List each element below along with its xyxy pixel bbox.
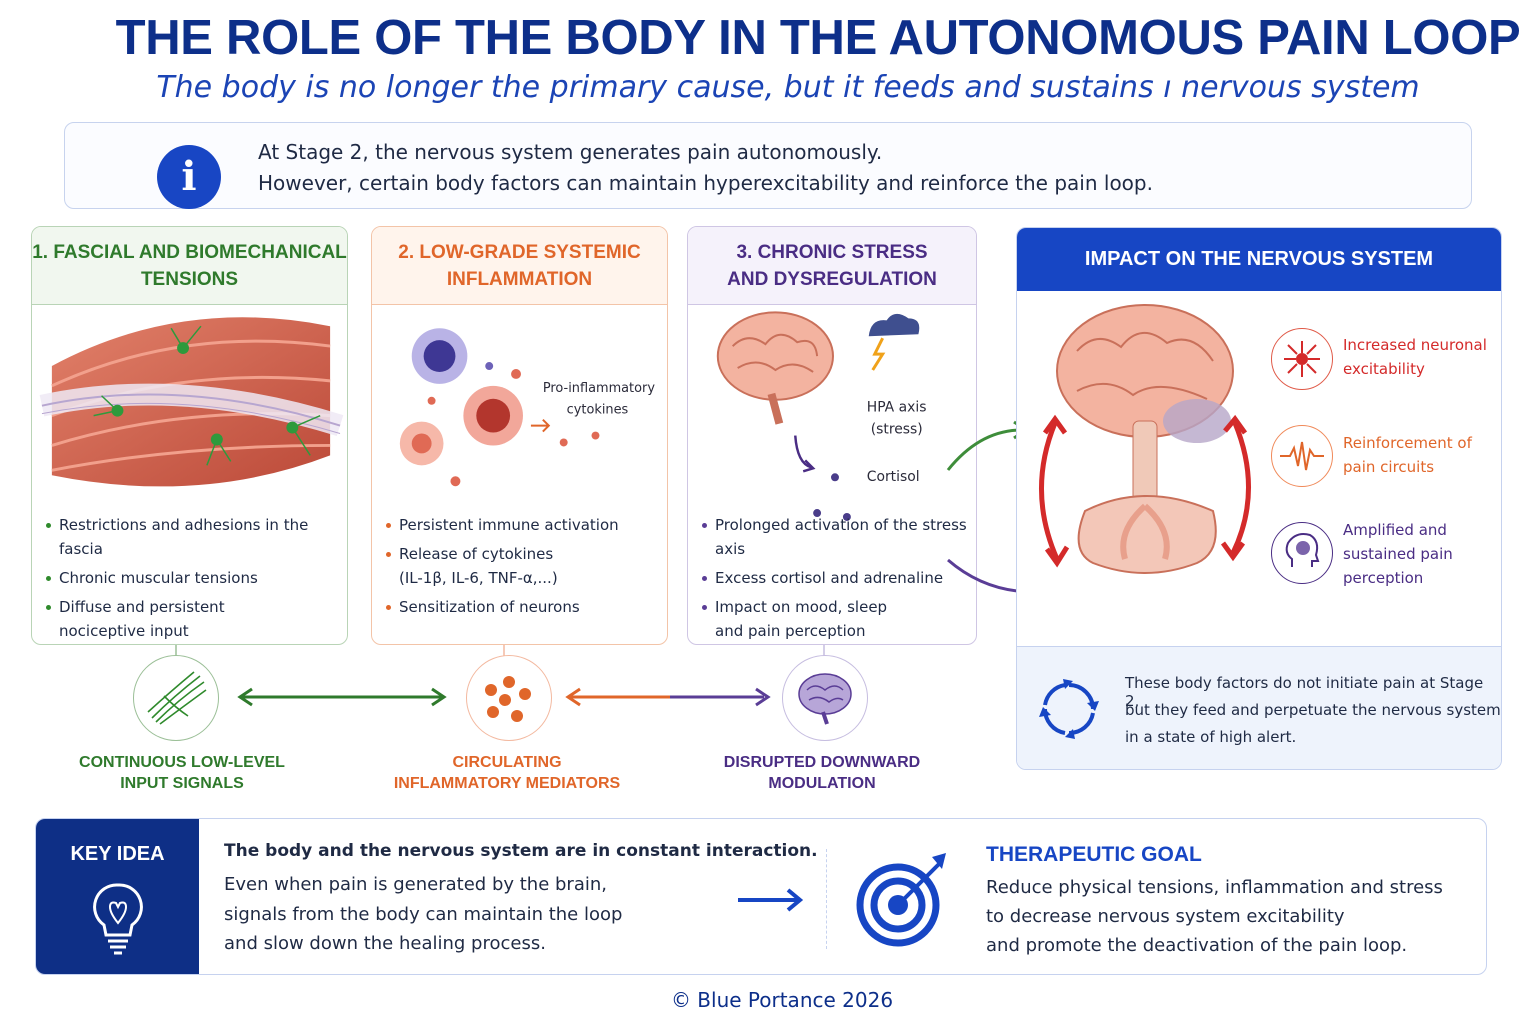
therapeutic-goal-line1: Reduce physical tensions, inflammation a… [986, 877, 1443, 898]
node-label-line: MODULATION [768, 775, 876, 792]
green-flow-arrow [946, 428, 1023, 471]
page-subtitle: The body is no longer the primary cause,… [156, 70, 1420, 105]
muscle-fascia-illustration [39, 317, 344, 487]
impact-footer-line2: but they feed and perpetuate the nervous… [1125, 701, 1501, 719]
card-header: 3. CHRONIC STRESS AND DYSREGULATION [688, 227, 976, 305]
node-label-mediators: CIRCULATING INFLAMMATORY MEDIATORS [374, 752, 640, 794]
bullet-item: Prolonged activation of the stress axis [702, 513, 976, 561]
cytokines-label-line1: Pro-inflammatory [543, 381, 655, 396]
bullet-item: Impact on mood, sleep and pain perception [702, 595, 976, 643]
card-fascial-tensions: 1. FASCIAL AND BIOMECHANICAL TENSIONS Re… [31, 226, 348, 645]
page-title: THE ROLE OF THE BODY IN THE AUTONOMOUS P… [115, 11, 1521, 65]
mediators-node-icon [466, 655, 552, 741]
therapeutic-goal-line2: to decrease nervous system excitability [986, 906, 1345, 927]
node-label-line: INFLAMMATORY MEDIATORS [393, 775, 621, 792]
info-box: i At Stage 2, the nervous system generat… [64, 122, 1472, 209]
impact-panel: IMPACT ON THE NERVOUS SYSTEM Increased n… [1016, 227, 1502, 770]
card-title-line2: AND DYSREGULATION [727, 269, 937, 290]
impact-item-reinforcement: Reinforcement of pain circuits [1343, 431, 1472, 479]
node-label-input-signals: CONTINUOUS LOW-LEVEL INPUT SIGNALS [64, 752, 300, 794]
neuron-icon [1271, 328, 1333, 390]
card-bullets: Persistent immune activation Release of … [386, 513, 619, 624]
cytokines-label-line2: cytokines [567, 403, 629, 418]
waveform-icon [1271, 425, 1333, 487]
brain-spinal-illustration [1039, 304, 1251, 574]
cycle-icon [1039, 679, 1099, 739]
key-idea-line3: and slow down the healing process. [224, 933, 546, 954]
impact-item-perception: Amplified and sustained pain perception [1343, 518, 1453, 590]
lightbulb-icon [93, 883, 143, 955]
impact-item-line: excitability [1343, 360, 1425, 378]
card-chronic-stress: 3. CHRONIC STRESS AND DYSREGULATION HPA … [687, 226, 977, 645]
node-label-modulation: DISRUPTED DOWNWARD MODULATION [702, 752, 942, 794]
bullet-continuation: nociceptive input [59, 622, 189, 640]
card-header: 1. FASCIAL AND BIOMECHANICAL TENSIONS [32, 227, 347, 305]
impact-footer: These body factors do not initiate pain … [1017, 646, 1501, 769]
key-idea-title: KEY IDEA [70, 843, 165, 865]
orange-purple-double-arrow [565, 687, 771, 707]
card-title-line1: 2. LOW-GRADE SYSTEMIC [398, 242, 641, 263]
impact-item-line: Reinforcement of [1343, 434, 1472, 452]
info-line-2: However, certain body factors can mainta… [258, 171, 1153, 195]
head-perception-icon [1271, 522, 1333, 584]
bullet-item: Diffuse and persistent nociceptive input [46, 595, 347, 643]
bullet-continuation: (IL-1β, IL-6, TNF-α,...) [399, 569, 558, 587]
arrow-right-icon [738, 888, 804, 912]
card-bullets: Prolonged activation of the stress axis … [702, 513, 976, 644]
info-line-1: At Stage 2, the nervous system generates… [258, 140, 883, 164]
impact-item-line: pain circuits [1343, 458, 1435, 476]
target-icon [856, 853, 946, 947]
green-double-arrow [237, 687, 447, 707]
impact-item-line: sustained pain [1343, 545, 1453, 563]
card-bullets: Restrictions and adhesions in the fascia… [46, 513, 347, 644]
bullet-text: Release of cytokines [399, 545, 554, 563]
info-icon: i [157, 145, 221, 209]
right-loop-arrow [1230, 422, 1251, 555]
impact-footer-line1: These body factors do not initiate pain … [1125, 674, 1484, 710]
fibers-node-icon [133, 655, 219, 741]
bullet-item: Chronic muscular tensions [46, 566, 347, 590]
node-label-line: CIRCULATING [452, 754, 562, 771]
node-label-line: INPUT SIGNALS [120, 775, 244, 792]
hpa-stress-label: (stress) [871, 422, 923, 438]
bullet-text: Diffuse and persistent [59, 598, 225, 616]
key-idea-line1: Even when pain is generated by the brain… [224, 874, 607, 895]
brain-node-icon [782, 655, 868, 741]
bullet-item: Sensitization of neurons [386, 595, 619, 619]
copyright: © Blue Portance 2026 [670, 988, 894, 1012]
bullet-item: Restrictions and adhesions in the fascia [46, 513, 347, 561]
card-inflammation: 2. LOW-GRADE SYSTEMIC INFLAMMATION Pro-i… [371, 226, 668, 645]
key-idea-box: KEY IDEA The body and the nervous system… [35, 818, 1487, 975]
impact-item-line: perception [1343, 569, 1424, 587]
bullet-item: Excess cortisol and adrenaline [702, 566, 976, 590]
bullet-item: Release of cytokines (IL-1β, IL-6, TNF-α,… [386, 542, 619, 590]
hpa-axis-label: HPA axis [867, 400, 927, 416]
node-label-line: DISRUPTED DOWNWARD [723, 754, 921, 771]
card-header: 2. LOW-GRADE SYSTEMIC INFLAMMATION [372, 227, 667, 305]
impact-footer-line3: in a state of high alert. [1125, 728, 1297, 746]
left-loop-arrow [1039, 422, 1060, 561]
impact-title: IMPACT ON THE NERVOUS SYSTEM [1017, 228, 1501, 291]
impact-item-excitability: Increased neuronal excitability [1343, 333, 1487, 381]
key-idea-bold: The body and the nervous system are in c… [224, 841, 818, 861]
bullet-text: Impact on mood, sleep [715, 598, 888, 616]
node-label-line: CONTINUOUS LOW-LEVEL [79, 754, 285, 771]
cortisol-label: Cortisol [867, 469, 920, 485]
immune-cells-illustration: Pro-inflammatory cytokines [399, 328, 655, 487]
card-title-line1: 1. FASCIAL AND BIOMECHANICAL [32, 242, 347, 263]
impact-item-line: Increased neuronal [1343, 336, 1487, 354]
key-idea-line2: signals from the body can maintain the l… [224, 904, 623, 925]
key-idea-sidebar: KEY IDEA [36, 819, 199, 974]
bullet-item: Persistent immune activation [386, 513, 619, 537]
bullet-continuation: and pain perception [715, 622, 866, 640]
card-title-line2: INFLAMMATION [446, 269, 593, 290]
therapeutic-goal-title: THERAPEUTIC GOAL [986, 843, 1202, 866]
impact-item-line: Amplified and [1343, 521, 1447, 539]
card-title-line1: 3. CHRONIC STRESS [736, 242, 928, 263]
brain-stress-illustration: HPA axis (stress) Cortisol [716, 311, 927, 521]
divider [826, 849, 827, 949]
therapeutic-goal-line3: and promote the deactivation of the pain… [986, 935, 1408, 956]
card-title-line2: TENSIONS [140, 269, 239, 290]
